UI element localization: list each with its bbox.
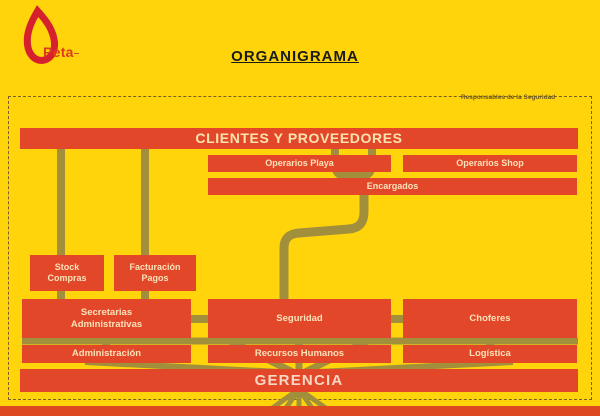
peta-flame-icon (23, 5, 58, 64)
node-logistica: Logística (403, 345, 577, 363)
logo-text: Peta (43, 44, 74, 60)
connector-encargados-seguridad (279, 190, 369, 312)
bottom-red-strip (0, 406, 600, 416)
node-gerencia: GERENCIA (20, 369, 578, 392)
node-secretarias-administrativas: Secretarias Administrativas (22, 299, 191, 338)
logo-trailing-mark: – (73, 48, 80, 59)
node-encargados: Encargados (208, 178, 577, 195)
page-title: ORGANIGRAMA (231, 48, 359, 65)
node-seguridad: Seguridad (208, 299, 391, 338)
node-clientes-proveedores: CLIENTES Y PROVEEDORES (20, 128, 578, 149)
node-stock-compras: Stock Compras (30, 255, 104, 291)
logo-wordmark: Peta– (43, 44, 80, 60)
node-facturacion-pagos: Facturación Pagos (114, 255, 196, 291)
node-operarios-shop: Operarios Shop (403, 155, 577, 172)
panel-corner-label: Responsables de la Seguridad (461, 94, 556, 101)
node-operarios-playa: Operarios Playa (208, 155, 391, 172)
node-choferes: Choferes (403, 299, 577, 338)
node-administracion: Administración (22, 345, 191, 363)
connector-fan-5 (297, 386, 329, 412)
node-recursos-humanos: Recursos Humanos (208, 345, 391, 363)
